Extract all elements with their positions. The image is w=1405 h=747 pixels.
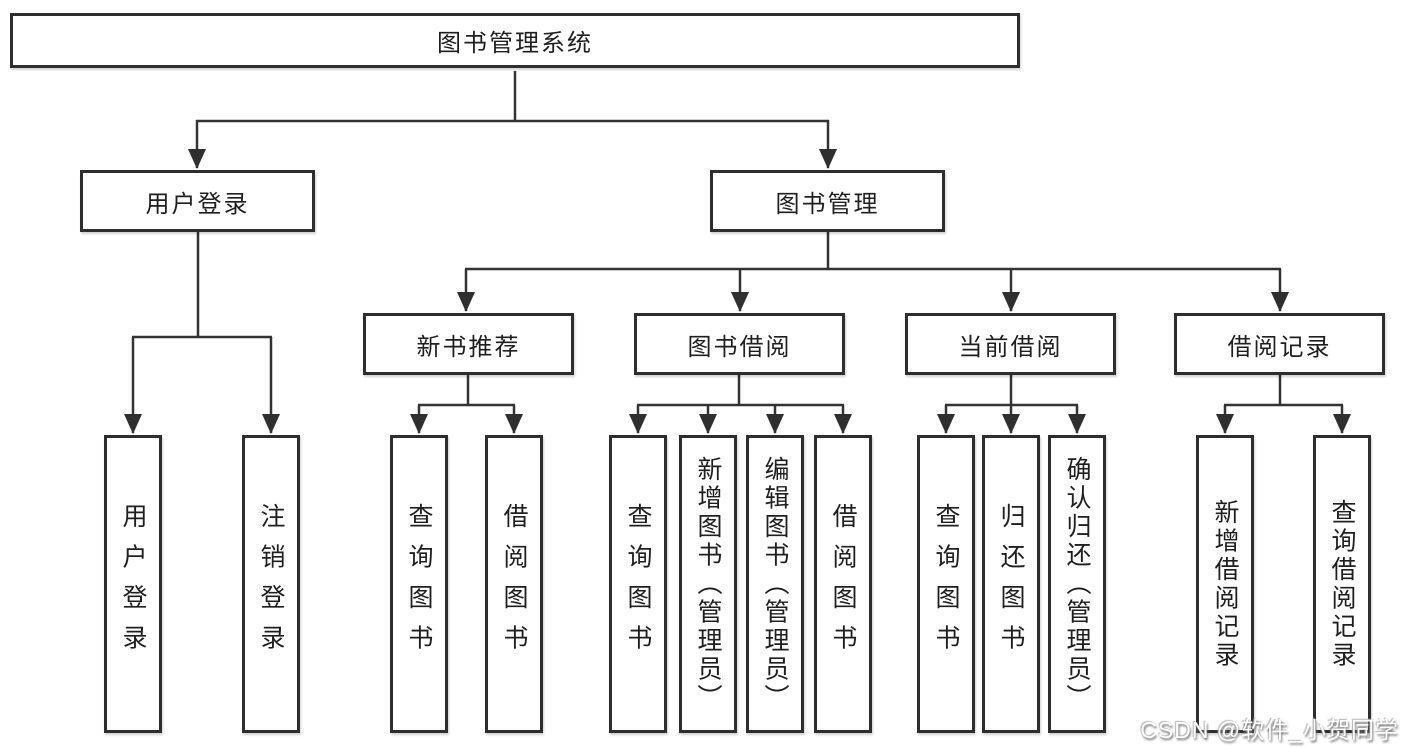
leaf-query-borrow-record: 查询借阅记录 <box>1313 435 1371 733</box>
node-label: 查询图书 <box>624 503 652 665</box>
node-label: 图书借阅 <box>687 333 792 361</box>
node-user-login-branch: 用户登录 <box>80 170 315 232</box>
leaf-borrow-books-recommend: 借阅图书 <box>485 435 543 733</box>
node-label: 编辑图书（管理员） <box>761 455 789 713</box>
leaf-query-books-borrowing: 查询图书 <box>609 435 667 733</box>
node-label: 用户登录 <box>145 190 250 218</box>
node-label: 查询图书 <box>405 503 433 665</box>
node-library-management-system: 图书管理系统 <box>10 13 1020 68</box>
node-label: 新增图书（管理员） <box>694 455 722 713</box>
csdn-watermark: CSDN @软件_小贺同学 <box>1140 717 1399 743</box>
leaf-return-book: 归还图书 <box>982 435 1040 733</box>
leaf-edit-book-admin: 编辑图书（管理员） <box>746 435 804 733</box>
node-label: 图书管理系统 <box>437 30 593 57</box>
node-label: 新增借阅记录 <box>1211 498 1239 670</box>
node-book-borrowing: 图书借阅 <box>634 313 845 375</box>
node-label: 借阅图书 <box>500 503 528 665</box>
leaf-user-login: 用户登录 <box>104 435 162 733</box>
tree-branch-lines <box>132 71 1343 407</box>
node-label: 当前借阅 <box>958 333 1063 361</box>
node-book-management-branch: 图书管理 <box>710 170 945 232</box>
leaf-confirm-return-admin: 确认归还（管理员） <box>1048 435 1106 733</box>
leaf-borrow-books-borrowing: 借阅图书 <box>814 435 872 733</box>
leaf-add-borrow-record: 新增借阅记录 <box>1196 435 1254 733</box>
node-label: 确认归还（管理员） <box>1063 455 1091 713</box>
leaf-add-book-admin: 新增图书（管理员） <box>679 435 737 733</box>
leaf-query-books-current: 查询图书 <box>917 435 975 733</box>
node-label: 查询图书 <box>932 503 960 665</box>
node-label: 借阅图书 <box>829 503 857 665</box>
leaf-query-books-recommend: 查询图书 <box>390 435 448 733</box>
node-label: 注销登录 <box>257 503 285 665</box>
node-label: 查询借阅记录 <box>1328 498 1356 670</box>
node-label: 图书管理 <box>775 190 880 218</box>
node-current-borrowing: 当前借阅 <box>905 313 1116 375</box>
node-label: 借阅记录 <box>1227 333 1332 361</box>
node-label: 归还图书 <box>997 503 1025 665</box>
tree-arrow-lines <box>124 120 1351 434</box>
node-label: 新书推荐 <box>416 333 521 361</box>
node-label: 用户登录 <box>119 503 147 665</box>
node-new-book-recommendation: 新书推荐 <box>363 313 574 375</box>
node-borrowing-records: 借阅记录 <box>1174 313 1385 375</box>
leaf-logout: 注销登录 <box>242 435 300 733</box>
